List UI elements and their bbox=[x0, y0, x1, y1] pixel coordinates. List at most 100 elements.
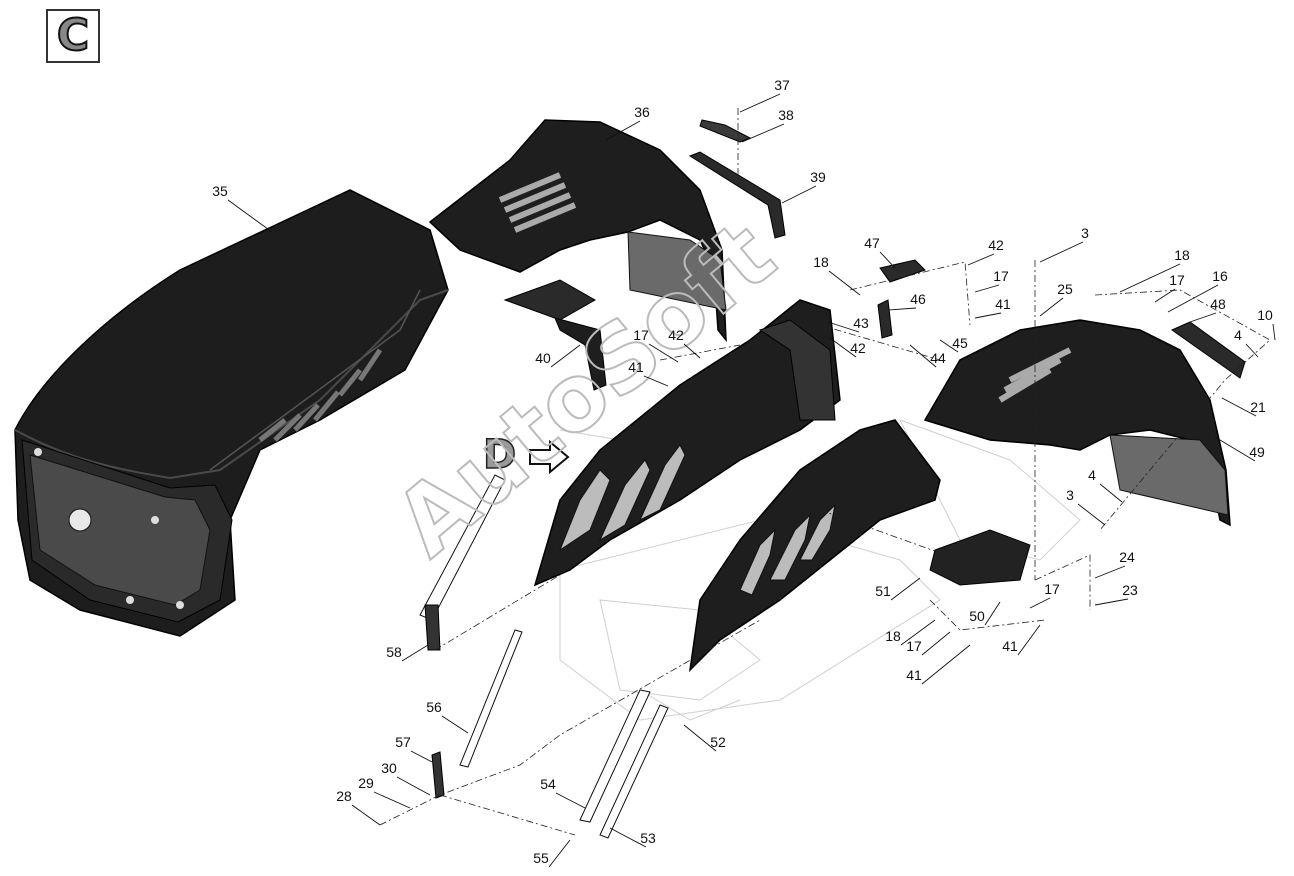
callout-number: 3 bbox=[1066, 487, 1074, 503]
callout-leader-line bbox=[879, 251, 896, 269]
callout-38: 38 bbox=[741, 107, 794, 143]
callout-number: 29 bbox=[358, 775, 374, 791]
callout-41: 41 bbox=[974, 296, 1011, 319]
callout-leader-line bbox=[643, 375, 669, 387]
callout-leader-line bbox=[227, 199, 273, 233]
callout-leader-line bbox=[900, 619, 936, 646]
callout-54: 54 bbox=[540, 776, 586, 809]
callout-45: 45 bbox=[939, 335, 968, 353]
callout-53: 53 bbox=[609, 827, 656, 848]
callout-leader-line bbox=[828, 270, 861, 296]
callout-leader-line bbox=[683, 724, 717, 752]
callout-number: 41 bbox=[628, 359, 644, 375]
callout-leader-line bbox=[974, 284, 1000, 293]
callout-leader-line bbox=[1214, 436, 1256, 462]
callout-number: 30 bbox=[381, 760, 397, 776]
callout-number: 4 bbox=[1088, 467, 1096, 483]
callout-number: 52 bbox=[710, 734, 726, 750]
callout-21: 21 bbox=[1221, 397, 1266, 417]
callout-number: 44 bbox=[930, 350, 946, 366]
callout-number: 25 bbox=[1057, 281, 1073, 297]
callout-56: 56 bbox=[426, 699, 469, 734]
callout-leader-line bbox=[1119, 263, 1181, 293]
callout-leader-line bbox=[373, 791, 411, 809]
callout-leader-line bbox=[555, 792, 586, 809]
view-d-marker: D bbox=[482, 431, 570, 479]
callout-leader-line bbox=[1272, 323, 1276, 341]
callout-leader-line bbox=[1094, 598, 1129, 606]
callout-leader-line bbox=[967, 253, 995, 266]
callout-number: 37 bbox=[774, 77, 790, 93]
callout-leader-line bbox=[1221, 397, 1257, 417]
callout-leader-line bbox=[550, 344, 581, 368]
callout-number: 10 bbox=[1257, 307, 1273, 323]
callout-number: 57 bbox=[395, 734, 411, 750]
callout-44: 44 bbox=[909, 344, 946, 368]
callout-41: 41 bbox=[628, 359, 669, 387]
callout-leader-line bbox=[441, 715, 469, 734]
callout-17: 17 bbox=[633, 327, 679, 363]
callout-46: 46 bbox=[887, 291, 926, 311]
callout-number: 42 bbox=[850, 340, 866, 356]
callout-29: 29 bbox=[358, 775, 411, 809]
part-bracket-40 bbox=[503, 279, 607, 391]
callout-18: 18 bbox=[1119, 247, 1190, 293]
callout-number: 17 bbox=[633, 327, 649, 343]
callout-leader-line bbox=[829, 337, 857, 358]
callout-number: 17 bbox=[906, 638, 922, 654]
callout-number: 42 bbox=[668, 327, 684, 343]
callout-leader-line bbox=[401, 644, 429, 662]
callout-leader-line bbox=[683, 343, 701, 359]
callout-35: 35 bbox=[212, 183, 273, 233]
callout-leader-line bbox=[827, 321, 860, 333]
callout-leader-line bbox=[1245, 343, 1259, 358]
callout-50: 50 bbox=[969, 601, 1001, 626]
callout-number: 46 bbox=[910, 291, 926, 307]
callout-17: 17 bbox=[1029, 581, 1060, 609]
part-hood bbox=[14, 189, 449, 637]
callout-leader-line bbox=[781, 185, 817, 204]
callout-leader-line bbox=[609, 827, 647, 848]
callout-number: 38 bbox=[778, 107, 794, 123]
callout-leader-line bbox=[1094, 565, 1126, 579]
callout-number: 49 bbox=[1249, 444, 1265, 460]
callout-number: 55 bbox=[533, 850, 549, 866]
callout-number: 43 bbox=[853, 315, 869, 331]
callout-leader-line bbox=[1154, 288, 1176, 303]
callout-leader-line bbox=[1167, 284, 1219, 313]
callout-number: 3 bbox=[1081, 225, 1089, 241]
callout-number: 41 bbox=[906, 667, 922, 683]
callout-number: 54 bbox=[540, 776, 556, 792]
part-left-fender bbox=[428, 119, 727, 343]
callout-16: 16 bbox=[1167, 268, 1228, 313]
callout-17: 17 bbox=[974, 268, 1009, 293]
callout-43: 43 bbox=[827, 315, 869, 333]
callout-number: 21 bbox=[1250, 399, 1266, 415]
callout-number: 47 bbox=[864, 235, 880, 251]
callout-leader-line bbox=[939, 339, 959, 353]
callout-number: 53 bbox=[640, 830, 656, 846]
callout-leader-line bbox=[921, 644, 971, 685]
callout-42: 42 bbox=[829, 337, 866, 358]
callout-18: 18 bbox=[885, 619, 936, 646]
callout-number: 48 bbox=[1210, 296, 1226, 312]
callout-number: 45 bbox=[952, 335, 968, 351]
callout-leader-line bbox=[1029, 597, 1051, 609]
callout-leader-line bbox=[1039, 297, 1064, 317]
part-left-side-panel bbox=[533, 299, 841, 587]
callout-number: 4 bbox=[1234, 327, 1242, 343]
callout-57: 57 bbox=[395, 734, 433, 763]
callout-number: 35 bbox=[212, 183, 228, 199]
callout-leader-line bbox=[741, 123, 785, 143]
callout-41: 41 bbox=[1002, 624, 1041, 656]
callout-number: 23 bbox=[1122, 582, 1138, 598]
assembly-axes bbox=[379, 108, 1271, 836]
callout-number: 18 bbox=[813, 254, 829, 270]
callout-leader-line bbox=[1039, 241, 1084, 263]
struts bbox=[419, 474, 669, 839]
callout-number: 51 bbox=[875, 583, 891, 599]
callout-leader-line bbox=[1077, 503, 1106, 526]
callout-number: 16 bbox=[1212, 268, 1228, 284]
callout-36: 36 bbox=[605, 104, 650, 141]
